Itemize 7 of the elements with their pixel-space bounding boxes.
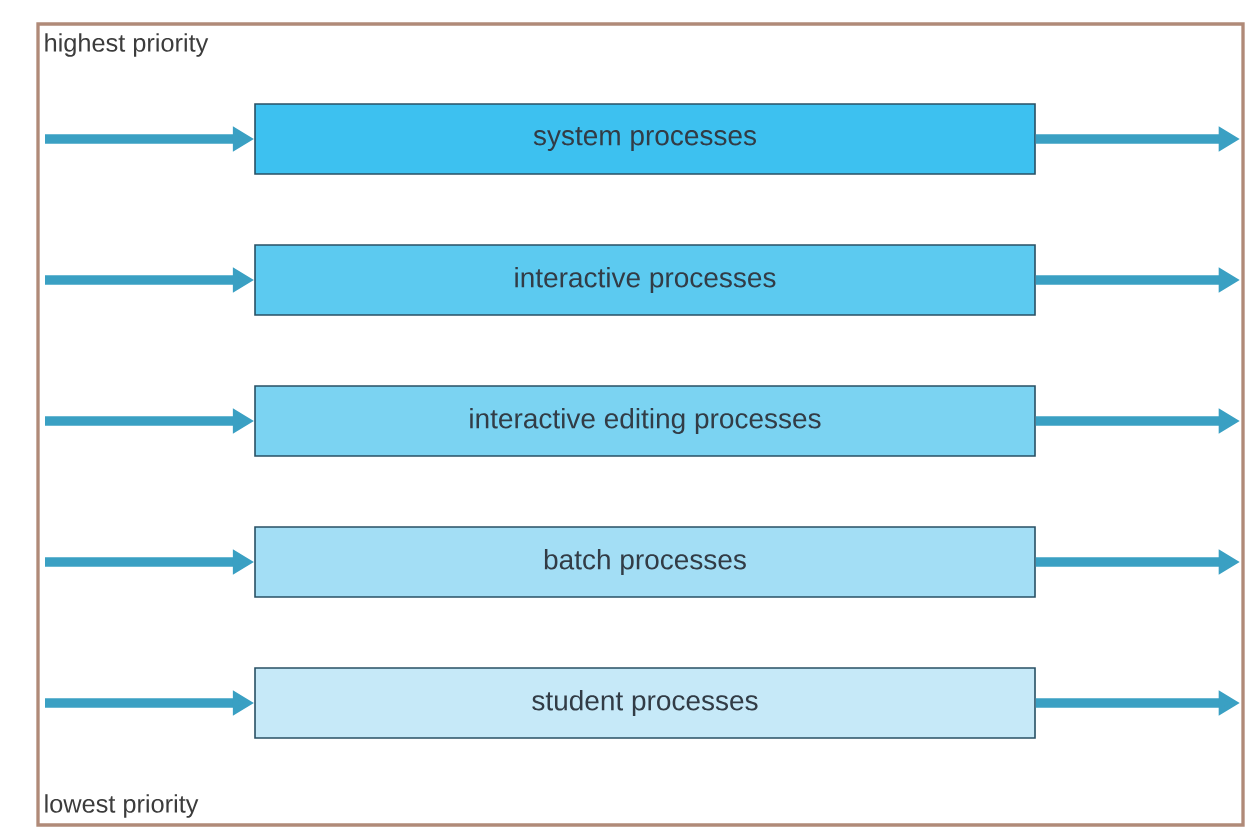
priority-label: highest priority bbox=[45, 33, 209, 57]
process-box: student processes bbox=[254, 667, 1036, 739]
process-box: system processes bbox=[254, 103, 1036, 175]
process-box: interactive editing processes bbox=[254, 385, 1036, 457]
priority-label: lowest priority bbox=[45, 794, 199, 818]
process-box: batch processes bbox=[254, 526, 1036, 598]
process-box: interactive processes bbox=[254, 244, 1036, 316]
